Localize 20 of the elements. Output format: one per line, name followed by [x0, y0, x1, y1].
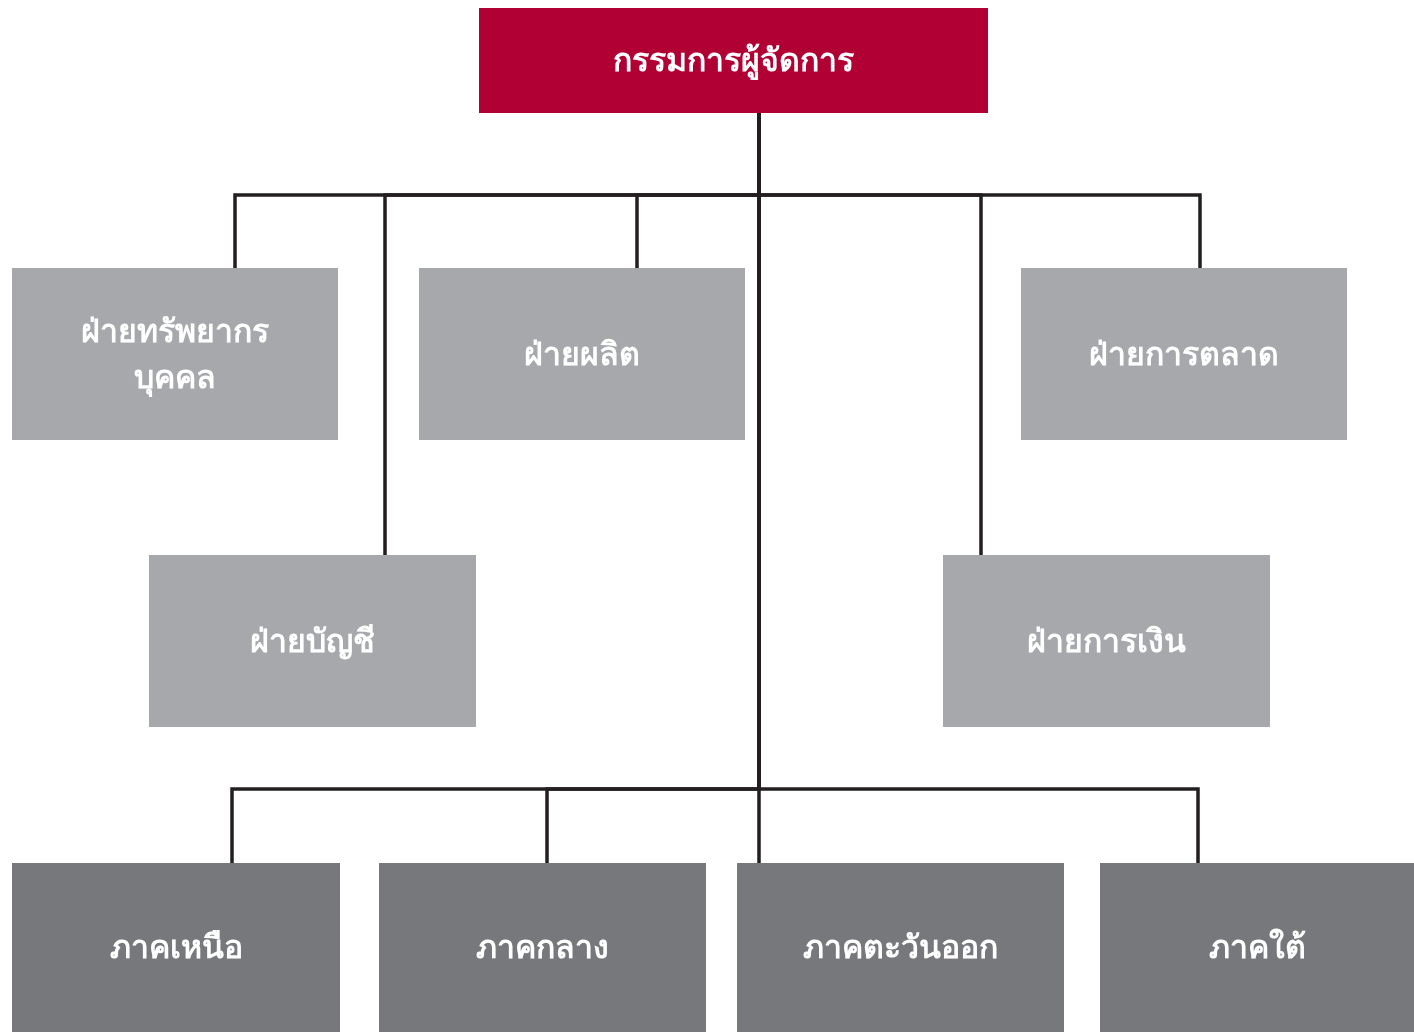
department-box: [149, 555, 476, 727]
box-label: กรรมการผู้จัดการ: [613, 40, 854, 82]
department-box: [1021, 268, 1347, 440]
box-label: ฝ่ายทรัพยากรบุคคล: [80, 310, 270, 399]
box-label: ภาคตะวันออก: [803, 927, 998, 969]
region-box: [1100, 863, 1414, 1032]
region-box: [12, 863, 340, 1032]
department-box: [943, 555, 1270, 727]
box-label: ภาคกลาง: [476, 927, 609, 969]
region-box: [379, 863, 706, 1032]
region-box: [737, 863, 1064, 1032]
box-label: ภาคใต้: [1208, 927, 1306, 969]
box-label: ฝ่ายบัญชี: [250, 620, 375, 662]
department-box: [419, 268, 745, 440]
title-box: [479, 8, 988, 113]
box-label: ฝ่ายผลิต: [524, 333, 640, 375]
box-label: ภาคเหนือ: [109, 927, 243, 969]
box-label: ฝ่ายการเงิน: [1027, 620, 1186, 662]
box-label: ฝ่ายการตลาด: [1089, 333, 1279, 375]
department-box: [12, 268, 338, 440]
